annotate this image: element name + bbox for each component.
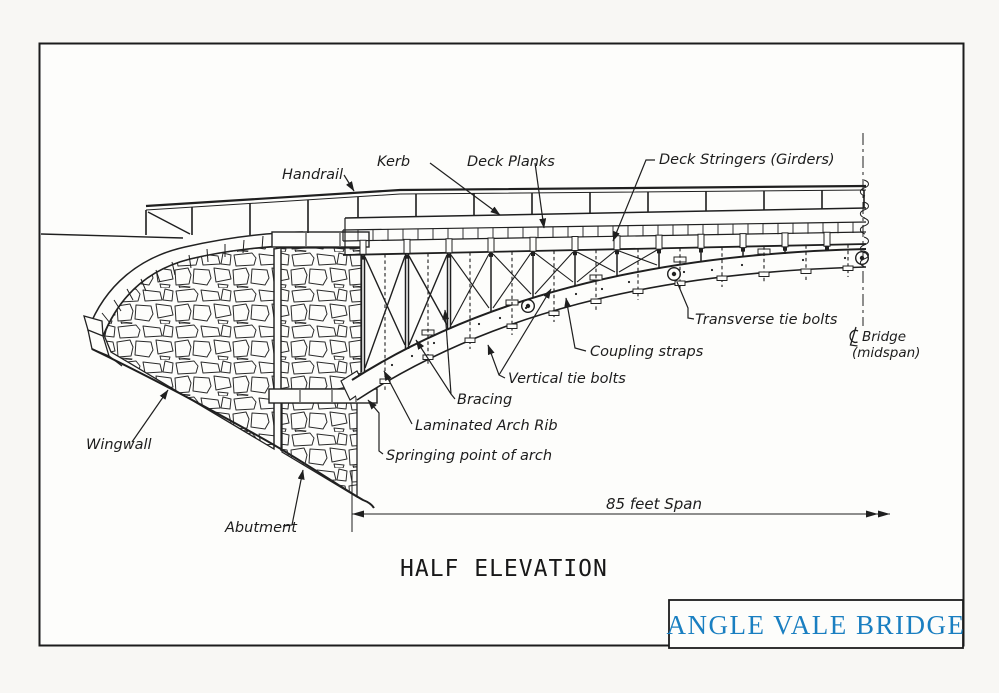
leader-transverse-tie-bolts xyxy=(676,281,695,320)
vertical-tie-bolt-dashed-lines xyxy=(384,244,849,390)
handrail-posts xyxy=(145,190,865,235)
deck-left-edge xyxy=(342,218,346,255)
leader-laminated-arch-rib xyxy=(383,370,413,425)
label-bracing: Bracing xyxy=(457,392,512,408)
kerb-line xyxy=(344,207,867,219)
abutment-cap-band xyxy=(271,231,370,248)
deck-girder-line xyxy=(342,243,867,256)
leader-lines xyxy=(131,159,695,527)
arch-rib-band-fill xyxy=(352,249,866,400)
girder-bolt-heads xyxy=(361,245,829,260)
break-marks xyxy=(859,179,869,268)
span-dimension-label: 85 feet Span xyxy=(606,495,702,513)
coupling-strap-plates xyxy=(421,248,771,336)
label-handrail: Handrail xyxy=(282,167,343,183)
centerline-sublabel: (midspan) xyxy=(852,345,920,361)
title-block-name: ANGLE VALE BRIDGE xyxy=(667,610,966,640)
label-abutment: Abutment xyxy=(224,520,298,536)
leader-springing-point xyxy=(367,399,384,455)
label-springing-point: Springing point of arch xyxy=(386,448,552,464)
arch-lamination-bolts xyxy=(390,256,847,367)
label-coupling-straps: Coupling straps xyxy=(590,344,704,360)
leader-coupling-straps xyxy=(564,297,587,352)
label-wingwall: Wingwall xyxy=(86,437,152,453)
centerline-group: Bridge (midspan) xyxy=(849,133,920,361)
title-block: ANGLE VALE BRIDGE xyxy=(667,599,966,649)
handrail-top-rail xyxy=(145,184,867,208)
arch-intrados xyxy=(356,266,867,401)
leader-vertical-tie-bolts-2 xyxy=(498,288,552,376)
centerline-label: Bridge xyxy=(862,329,906,345)
label-deck-stringers: Deck Stringers (Girders) xyxy=(659,152,835,168)
deck-plank-bottom-line xyxy=(342,231,867,242)
centerline-symbol-icon xyxy=(849,326,859,347)
leader-wingwall xyxy=(131,389,169,443)
callout-labels: Handrail Kerb Deck Planks Deck Stringers… xyxy=(86,152,838,536)
deck-drawing xyxy=(342,207,867,260)
leader-handrail xyxy=(343,174,355,192)
ground-line xyxy=(40,233,184,239)
abutment-upper-face xyxy=(280,247,362,390)
deck-plank-joints xyxy=(357,222,854,241)
leader-deck-planks xyxy=(534,162,547,229)
label-transverse-tie-bolts: Transverse tie bolts xyxy=(695,312,838,328)
girder-hangers xyxy=(359,231,831,255)
leader-deck-stringers xyxy=(612,159,655,242)
label-kerb: Kerb xyxy=(377,154,410,170)
handrail-end-brace xyxy=(147,211,191,235)
label-laminated-arch-rib: Laminated Arch Rib xyxy=(415,418,558,434)
quoin-step xyxy=(108,355,123,367)
deck-plank-top-line xyxy=(342,221,867,231)
leader-kerb xyxy=(429,162,501,216)
handrail-drawing xyxy=(145,184,867,235)
leader-abutment xyxy=(282,469,305,527)
vertical-posts xyxy=(360,245,786,372)
handrail-rail-underside xyxy=(145,189,867,211)
wingwall-abutment-joint xyxy=(273,248,282,451)
cap-joints xyxy=(305,233,341,246)
title-block-box xyxy=(668,599,964,649)
label-deck-planks: Deck Planks xyxy=(467,154,555,170)
view-title: HALF ELEVATION xyxy=(400,556,608,582)
leader-bracing-2 xyxy=(442,309,452,395)
label-vertical-tie-bolts: Vertical tie bolts xyxy=(508,371,626,387)
dimension-85-feet-span: 85 feet Span xyxy=(351,470,890,532)
